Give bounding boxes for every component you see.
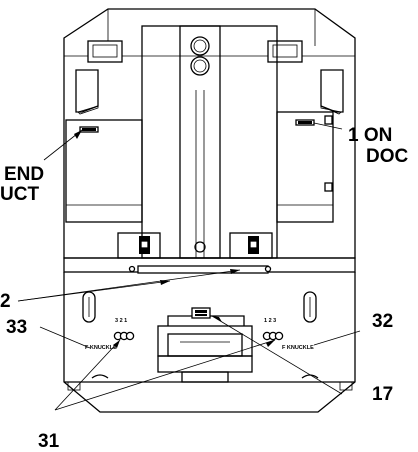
right-roof-light	[267, 40, 303, 63]
callout-1-on: 1 ON	[348, 125, 392, 146]
left-gauge-cluster: 3 2 1 F KNUCKLE	[85, 318, 135, 351]
arrow-heads	[74, 130, 275, 348]
center-indicator-light	[194, 241, 206, 253]
callout-end: END	[4, 164, 44, 185]
callout-32: 32	[372, 311, 393, 332]
callout-doc: DOC	[366, 146, 409, 167]
left-roof-light	[87, 40, 123, 63]
coupler-label-plate	[191, 307, 211, 319]
right-handhold	[303, 291, 317, 323]
left-cab-window	[75, 69, 99, 115]
headlight-upper	[190, 36, 210, 56]
callout-2: 2	[0, 291, 11, 312]
right-door	[276, 111, 334, 223]
right-gauge-digits: 1 2 3	[264, 318, 276, 324]
leader-lines	[17, 122, 361, 411]
right-knuckle-label: F KNUCKLE	[282, 345, 314, 351]
coupler-housing	[157, 315, 253, 383]
left-step-box	[117, 232, 161, 259]
callout-31: 31	[38, 431, 60, 452]
headlight-lower	[190, 56, 210, 76]
callout-17: 17	[372, 384, 393, 405]
callout-33: 33	[6, 317, 27, 338]
coupler-bar	[128, 265, 272, 274]
left-knuckle-label: F KNUCKLE	[85, 345, 117, 351]
pilot-right-hook	[301, 374, 319, 379]
pilot-frame	[63, 257, 356, 413]
center-nose	[141, 25, 278, 259]
right-gauge-cluster: 1 2 3 F KNUCKLE	[262, 318, 314, 351]
pilot-left-hook	[91, 374, 109, 379]
right-cab-window	[320, 69, 344, 115]
right-step-box	[229, 232, 273, 259]
left-gauge-digits: 3 2 1	[115, 318, 127, 324]
left-handhold	[82, 291, 96, 323]
callout-uct: UCT	[0, 184, 39, 205]
left-door	[65, 119, 143, 223]
